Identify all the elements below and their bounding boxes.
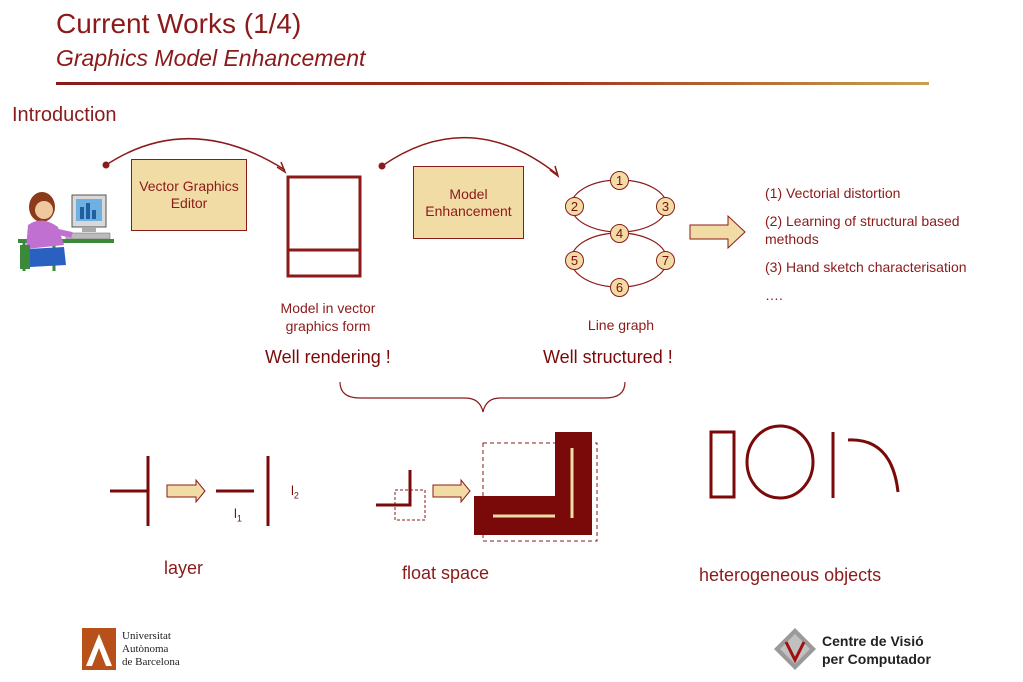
title-divider [56,82,929,85]
layer-illustration [110,456,270,526]
cvc-logo-icon [774,628,816,670]
uab-logo-text: Universitat Autònoma de Barcelona [122,630,180,668]
graph-node: 7 [656,251,675,270]
l2-label: l2 [291,483,299,501]
method-item: …. [765,287,783,303]
user-at-computer-icon [18,192,114,271]
big-arrow-icon [689,214,746,250]
vector-model-shape [286,175,362,278]
method-item: (1) Vectorial distortion [765,185,901,201]
method-item: (2) Learning of structural based methods [765,213,960,247]
slide-subtitle: Graphics Model Enhancement [56,45,366,71]
uab-logo-icon [82,628,116,670]
method-item: (3) Hand sketch characterisation [765,259,967,275]
slide-title: Current Works (1/4) [56,8,302,39]
section-heading: Introduction [12,104,117,126]
model-enhancement-box: Model Enhancement [413,166,524,239]
heterogeneous-objects-label: heterogeneous objects [699,565,882,585]
model-caption: Model in vector graphics form [280,300,376,334]
well-rendering-label: Well rendering ! [265,347,391,367]
graph-node: 2 [565,197,584,216]
graph-node: 3 [656,197,675,216]
graph-node: 5 [565,251,584,270]
curved-arrow-enhancement [381,136,559,176]
well-structured-label: Well structured ! [543,347,673,367]
curly-brace [339,381,626,413]
cvc-logo-text: Centre de Visió per Computador [822,633,931,667]
l1-label: l1 [234,506,242,524]
graph-caption: Line graph [587,317,655,333]
float-space-illustration [376,432,598,542]
graph-node: 1 [610,171,629,190]
float-space-label: float space [402,563,490,583]
methods-list: (1) Vectorial distortion (2) Learning of… [765,184,995,314]
heterogeneous-objects-illustration [709,424,900,500]
graph-node: 4 [610,224,629,243]
vector-graphics-editor-box: Vector Graphics Editor [131,159,247,231]
small-arrow-icon [166,478,206,504]
graph-node: 6 [610,278,629,297]
curved-arrow-editor [105,137,286,171]
layer-label: layer [164,558,204,578]
